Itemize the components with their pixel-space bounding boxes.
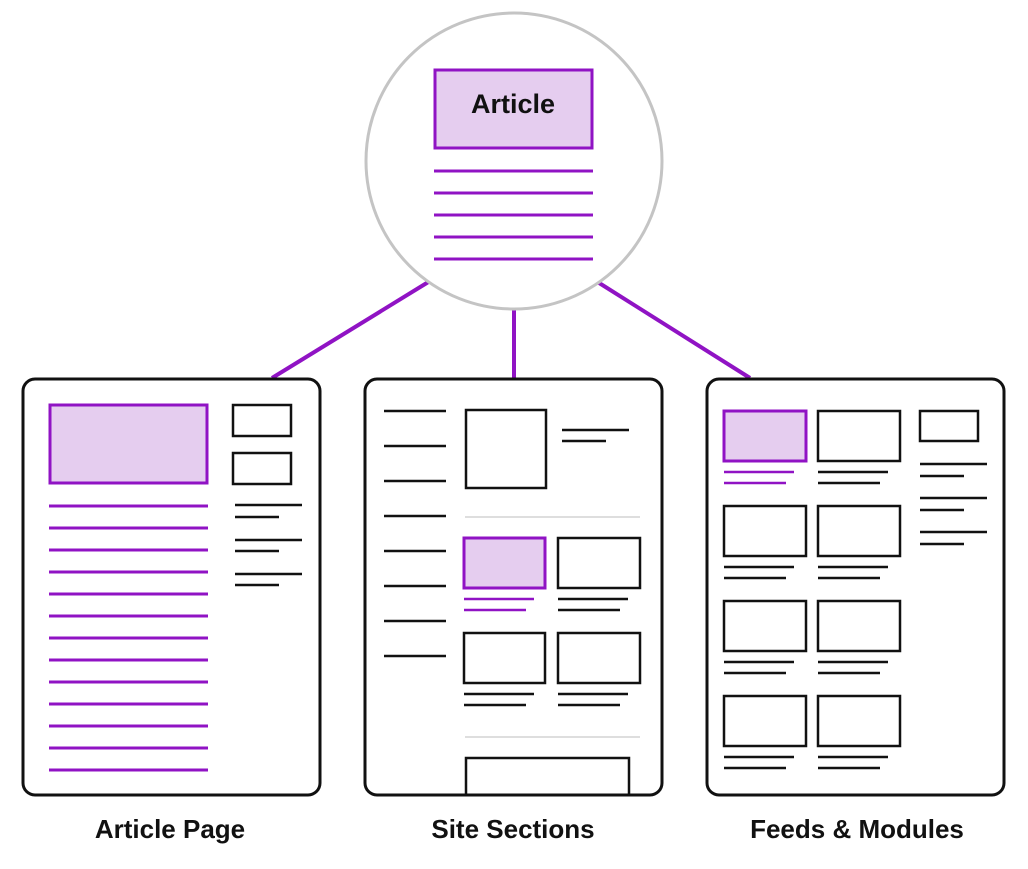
feed-card-text [818, 470, 888, 485]
caption-article-page: Article Page [95, 814, 245, 844]
feed-card [816, 504, 902, 558]
feed-card-text [818, 565, 888, 580]
section-card-text [464, 692, 534, 707]
section-card-highlighted-text [464, 597, 534, 612]
feed-card [816, 599, 902, 653]
section-card [556, 536, 642, 590]
feed-card [816, 694, 902, 748]
hub-article-text-lines [434, 169, 593, 261]
article-body-lines [49, 504, 208, 772]
article-hero-image [48, 403, 209, 485]
feed-card-text [724, 565, 794, 580]
section-lead-image [464, 408, 548, 490]
module-box [918, 409, 980, 443]
caption-feeds-modules: Feeds & Modules [750, 814, 964, 844]
sidebar-text-lines [235, 503, 302, 587]
sidebar-box [231, 451, 293, 486]
section-lead-text [562, 428, 629, 443]
feed-card-text [724, 660, 794, 675]
feed-card [722, 504, 808, 558]
caption-site-sections: Site Sections [431, 814, 594, 844]
section-card-text [558, 692, 628, 707]
hub-article-header-box [433, 68, 594, 150]
hub-circle [364, 11, 664, 311]
section-card [556, 631, 642, 685]
module-text-lines [920, 462, 987, 546]
feed-card-highlighted-text [724, 470, 794, 485]
section-card-highlighted [462, 536, 547, 590]
feed-card-text [818, 660, 888, 675]
feed-card [722, 694, 808, 748]
sidebar-box [231, 403, 293, 438]
feed-card-highlighted [722, 409, 808, 463]
hub-article-label: Article [471, 89, 555, 119]
hub-article: Article [364, 11, 664, 311]
section-card [462, 631, 547, 685]
connector-article-page [270, 279, 432, 380]
connector-feeds-modules [594, 279, 752, 380]
panel-site-sections [363, 377, 664, 797]
panel-feeds-modules [705, 377, 1006, 797]
feed-card-text [724, 755, 794, 770]
feed-card-text [818, 755, 888, 770]
section-nav-lines [384, 409, 446, 658]
feed-card [816, 409, 902, 463]
section-card-text [558, 597, 628, 612]
feed-card [722, 599, 808, 653]
panel-article-page [21, 377, 322, 797]
connectors [270, 279, 752, 380]
section-footer-box [464, 756, 631, 794]
